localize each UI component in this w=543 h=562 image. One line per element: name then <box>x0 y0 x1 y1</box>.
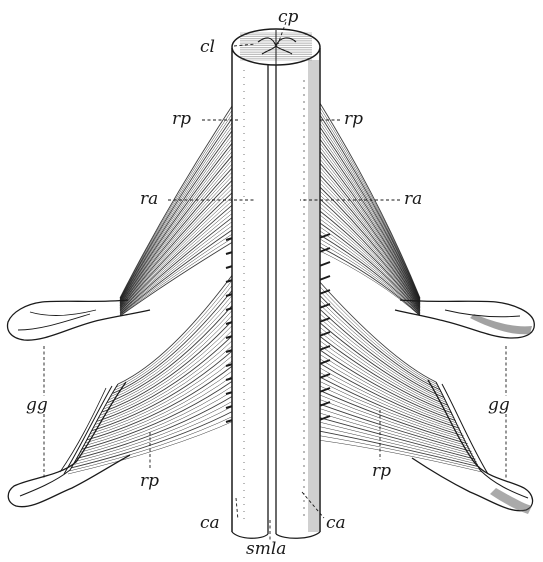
label-ra-left: ra <box>140 189 158 209</box>
label-ra-right: ra <box>404 189 422 209</box>
label-rp-lower-left: rp <box>140 471 159 491</box>
label-gg-left: gg <box>26 395 48 415</box>
label-gg-right: gg <box>488 395 510 415</box>
label-cl: cl <box>200 37 215 57</box>
lower-right-nerve-roots <box>318 280 482 472</box>
cord-cross-section <box>232 29 320 65</box>
label-rp-lower-right: rp <box>372 461 391 481</box>
label-ca-right: ca <box>326 513 346 533</box>
label-rp-upper-left: rp <box>172 109 191 129</box>
label-smla: smla <box>246 539 286 559</box>
label-cp: cp <box>278 7 299 27</box>
label-ca-left: ca <box>200 513 220 533</box>
lower-left-nerve-roots <box>68 270 236 474</box>
spinal-cord <box>232 46 320 538</box>
upper-left-ganglion <box>8 300 150 340</box>
label-rp-upper-right: rp <box>344 109 363 129</box>
